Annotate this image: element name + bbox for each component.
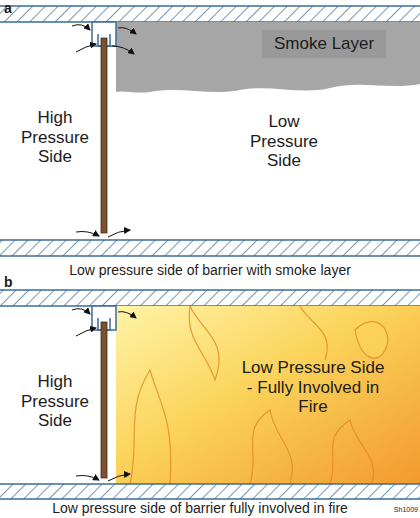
region-label: High Pressure Side: [10, 108, 100, 167]
door-barrier: [101, 38, 107, 233]
ceiling-slab: [0, 6, 420, 22]
region-label: Low Pressure Side - Fully Involved in Fi…: [238, 358, 388, 417]
region-label: High Pressure Side: [10, 372, 100, 431]
figure-code: Sh1009: [386, 506, 418, 514]
smoke-layer: [116, 22, 420, 93]
fire-region: [116, 306, 420, 484]
floor-slab: [0, 484, 420, 499]
panel-caption: Low pressure side of barrier fully invol…: [0, 500, 400, 516]
ceiling-slab: [0, 290, 420, 306]
panel-caption: Low pressure side of barrier with smoke …: [0, 262, 420, 278]
door-barrier: [101, 322, 107, 478]
smoke-layer-box: Smoke Layer: [262, 30, 386, 58]
region-label: Low Pressure Side: [236, 112, 332, 171]
floor-slab: [0, 240, 420, 256]
panel-letter: b: [4, 274, 18, 290]
node-label: Smoke Layer: [274, 34, 374, 54]
panel-letter: a: [4, 0, 18, 16]
